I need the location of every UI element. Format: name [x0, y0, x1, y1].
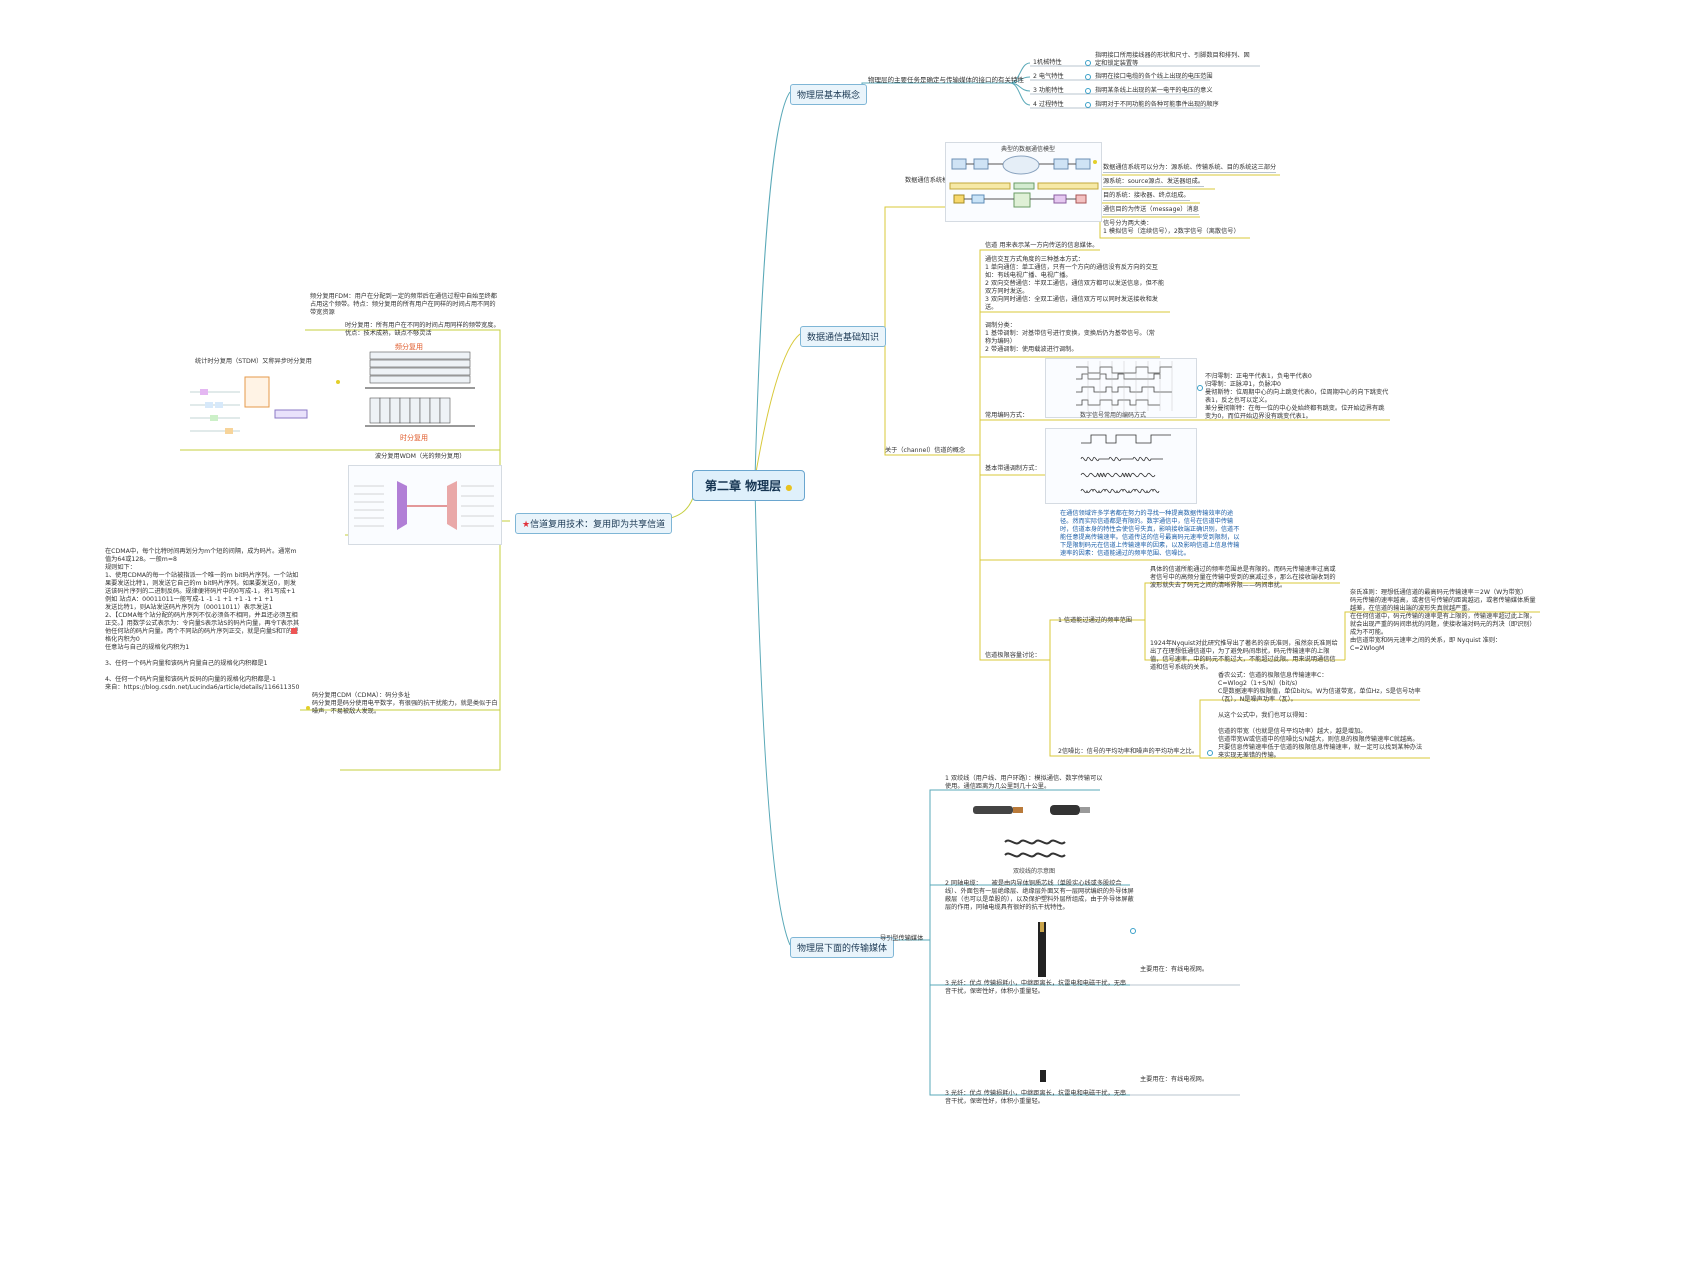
cdma-notes: 在CDMA中，每个比特时间再划分为m个短的间隔，成为码片。通常m值为64或128…: [105, 548, 300, 691]
basic-item-desc: 指明接口所用接线器的形状和尺寸、引脚数目和排列、固定和锁定装置等: [1095, 52, 1250, 67]
bandpass-waveforms: [1080, 434, 1171, 494]
twisted-pair-caption: 双绞线的示意图: [1013, 868, 1056, 875]
modulation-types: 调制分类： 1 基带调制：对基带信号进行变换，变换后仍为基带信号。（常称为编码）…: [985, 322, 1155, 353]
basic-item-label: 3 功能特性: [1033, 87, 1064, 94]
topic-multiplex-label: 信道复用技术：复用即为共享信道: [530, 520, 666, 530]
bandpass-figure: [1045, 428, 1197, 504]
central-topic-label: 第二章 物理层: [705, 479, 782, 493]
note-dot-icon: [1197, 385, 1203, 391]
fdm-text: 频分复用FDM：用户在分配到一定的频带后在通信过程中自始至终都占用这个频带。特点…: [310, 293, 497, 316]
basic-item-desc: 指明某条线上出现的某一电平的电压的意义: [1095, 87, 1213, 94]
coding-waveforms: [1076, 361, 1173, 411]
coax-usage: 主要用在：有线电视网。: [1140, 966, 1209, 973]
topic-media-label: 物理层下面的传输媒体: [797, 944, 888, 954]
coding-label: 常用编码方式：: [985, 412, 1029, 419]
topic-basic-concept-label: 物理层基本概念: [797, 91, 861, 101]
nyquist-history: 1924年Nyquist对此研究推导出了著名的奈氏准则，虽然奈氏准则给出了在理想…: [1150, 640, 1338, 671]
channel-def: 信道 用来表示某一方向传送的信息媒体。: [985, 242, 1099, 249]
topic-media[interactable]: 物理层下面的传输媒体: [790, 937, 895, 958]
nyquist-formula: 奈氏准则：理想低通信道的最高码元传输速率＝2W（W为带宽） 码元传输的速率越高，…: [1350, 589, 1536, 652]
topic-data-comm-label: 数据通信基础知识: [807, 333, 880, 343]
note-dot-icon: [1085, 88, 1091, 94]
connector-comm: [754, 333, 801, 479]
channel-label: 关于（channel）信道的概念: [885, 447, 966, 454]
interaction-modes: 通信交互方式角度的三种基本方式： 1 单向通信：单工通信，只有一个方向的通信没有…: [985, 256, 1165, 311]
model-label: 数据通信系统模型: [905, 177, 955, 184]
topic-basic-concept[interactable]: 物理层基本概念: [790, 84, 868, 105]
basic-main: 物理层的主要任务是确定与传输媒体的接口的有关特性: [868, 76, 1024, 84]
limit-label: 信道极限容量讨论：: [985, 652, 1041, 659]
limit-intro: 在通信领域许多学者都在努力的寻找一种提高数据传输效率的途径。然而实际信道都是有限…: [1060, 510, 1240, 557]
coax-text: 2 同轴电缆： 被是由内导体铜质芯线（单股实心线或多股绞合线）、外面包有一层绝缘…: [945, 880, 1134, 911]
cdma-desc: 码分复用是码分使用电平数字，有很强的抗干扰能力，就是类似于白噪声，不易被敌人发现…: [312, 700, 498, 715]
basic-item-desc: 指明在接口电缆的各个线上出现的电压范围: [1095, 73, 1213, 80]
link-icon[interactable]: [291, 628, 297, 634]
basic-item-label: 4 过程特性: [1033, 101, 1064, 108]
star-icon: ★: [522, 520, 531, 530]
guided-media-label: 导引型传输媒体: [880, 935, 924, 942]
model-note: 数据通信系统可以分为：源系统、传输系统、目的系统这三部分: [1103, 164, 1277, 173]
cable-illustrations: [973, 805, 1090, 858]
model-note: 目的系统：接收器、终点组成。: [1103, 192, 1190, 201]
coding-caption: 数字信号常用的编码方式: [1080, 412, 1147, 419]
connector-basic: [754, 91, 791, 479]
tdm-text: 时分复用：所有用户在不同的时间占用同样的频带宽度。 优点：技术成熟，缺点不够灵活: [345, 322, 500, 337]
stdm-diagram: [190, 376, 308, 434]
topic-data-comm[interactable]: 数据通信基础知识: [800, 326, 887, 347]
topic-multiplex[interactable]: ★信道复用技术：复用即为共享信道: [515, 513, 673, 534]
wdm-diagram: [354, 481, 494, 530]
fiber-usage: 主要用在：有线电视网。: [1140, 1076, 1209, 1083]
coax-figure: [1020, 922, 1060, 977]
fiber-text: 3 光纤：优点 传输损耗小，中继距离长，抗雷电和电磁干扰，无串音干扰，保密性好，…: [945, 980, 1127, 995]
freq-desc: 具体的信道所能通过的频率范围总是有限的。而码元传输速率过高或者信号中的高频分量在…: [1150, 566, 1336, 589]
fiber-text-2: 3 光纤：优点 传输损耗小，中继距离长，抗雷电和电磁干扰，无串音干扰，保密性好，…: [945, 1090, 1127, 1105]
wdm-figure: [348, 465, 502, 545]
model-note: 通信目的为传送（message）消息: [1103, 206, 1199, 215]
shannon-formula: 香农公式：信道的极限信息传输速率C： C=Wlog2（1+S/N）(bit/s)…: [1218, 672, 1423, 759]
comm-model-figure-title: 典型的数据通信模型: [1001, 146, 1056, 153]
note-dot-icon: [1085, 60, 1091, 66]
fdm-tdm-figure: 频分复用 时分复用: [350, 340, 480, 445]
note-dot-icon: [336, 380, 340, 384]
coax-cable-icon: [1038, 922, 1046, 977]
central-topic[interactable]: 第二章 物理层 ●: [692, 470, 806, 501]
note-dot-icon: [1093, 160, 1097, 164]
central-marker-icon: ●: [785, 483, 793, 492]
comm-model-diagram: [949, 155, 1099, 208]
cdma-title: 码分复用CDM（CDMA）：码分多址: [312, 692, 411, 699]
bandpass-label: 基本带通调制方式：: [985, 465, 1041, 472]
note-dot-icon: [1085, 74, 1091, 80]
note-dot-icon: [1207, 750, 1213, 756]
snr-label: 2信噪比：信号的平均功率和噪声的平均功率之比。: [1058, 748, 1199, 755]
fdm-tdm-chart: [365, 351, 475, 427]
tdm-figure-label: 时分复用: [400, 434, 428, 442]
comm-model-figure: 典型的数据通信模型: [945, 142, 1102, 222]
basic-item-label: 2 电气特性: [1033, 73, 1064, 80]
freq-label: 1 信道能过通过的频率范围: [1058, 617, 1132, 624]
coding-notes: 不归零制：正电平代表1，负电平代表0 归零制：正脉冲1，负脉冲0 曼彻斯特：位周…: [1205, 373, 1389, 420]
model-note: 源系统：source源点、发送器组成。: [1103, 178, 1204, 187]
basic-item-desc: 指明对于不同功能的各种可能事件出现的顺序: [1095, 101, 1219, 108]
connector-media: [754, 487, 791, 946]
twisted-pair-figure: 双绞线的示意图: [965, 800, 1105, 875]
note-dot-icon: [1130, 928, 1136, 934]
coding-figure: [1045, 358, 1197, 418]
model-note: 信号分为两大类： 1 模拟信号（连续信号），2数字信号（离散信号）: [1103, 220, 1240, 235]
basic-item-label: 1机械特性: [1033, 59, 1062, 66]
fdm-figure-label: 频分复用: [395, 343, 423, 351]
stdm-figure: [180, 372, 310, 447]
stdm-caption: 统计时分复用（STDM）又称异步时分复用: [195, 358, 312, 365]
fiber-cable-icon: [1040, 1070, 1046, 1082]
note-dot-icon: [1085, 102, 1091, 108]
twisted-pair-text: 1 双绞线（用户线、用户环路）：模拟通信、数字传输可以使用。通信距离为几公里到几…: [945, 775, 1103, 790]
note-dot-icon: [306, 706, 310, 710]
wdm-text: 波分复用WDM（光的频分复用）: [375, 453, 466, 460]
